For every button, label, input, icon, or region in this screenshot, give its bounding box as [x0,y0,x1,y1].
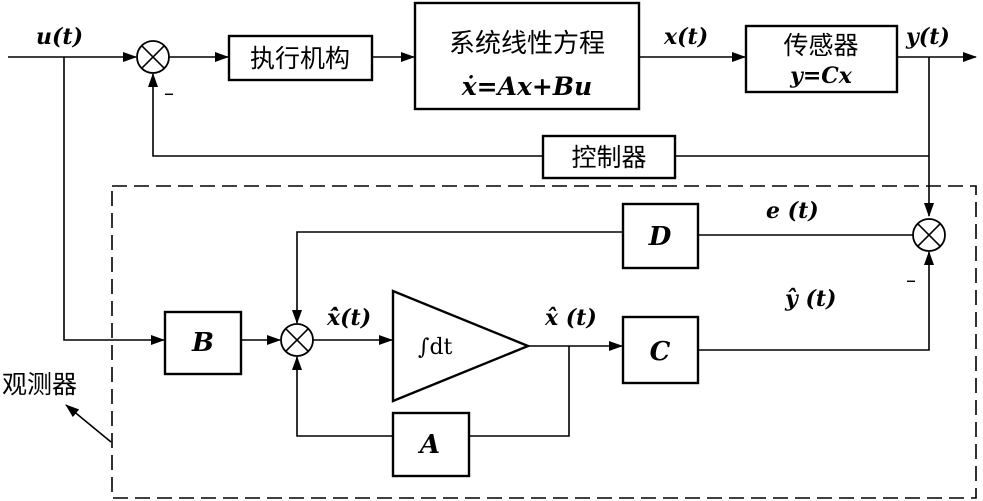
c-label: C [650,337,671,367]
a-block [391,411,471,478]
wire-c-to-error-junction [698,251,934,351]
wire-u-to-b [63,57,165,345]
system-title: 系统线性方程 [449,29,605,59]
label-e-t: e (t) [766,198,819,224]
sensor-equation: y=Cx [789,63,853,89]
b-label: B [191,328,214,358]
wire-xhat-to-a [469,346,570,437]
label-x-hat: x̂ (t) [544,305,597,331]
a-label: A [417,430,440,460]
c-block [621,315,700,385]
label-u-t: u(t) [36,24,83,50]
d-label: D [648,222,672,252]
top-summing-junction [136,40,170,74]
integrator-label: ∫dt [418,335,453,360]
label-x-hat-dot: x̂̇(t) [326,305,371,331]
observer-boundary [111,185,977,499]
b-block [163,310,243,376]
actuator-block [227,34,374,82]
error-junction-minus: – [906,268,916,292]
wire-controller-feedback [148,73,543,157]
top-junction-minus: – [164,81,174,105]
label-y-t: y(t) [905,24,950,50]
label-y-hat: ŷ (t) [784,286,836,312]
label-x-t: x(t) [663,24,708,50]
observer-pointer [65,404,112,443]
controller-block [541,134,677,180]
system-equation: ẋ=Ax+Bu [461,72,592,101]
controller-label: 控制器 [571,143,646,172]
observer-label: 观测器 [2,370,77,399]
observer-summing-junction [280,323,314,357]
sensor-block [744,24,899,94]
system-block [413,1,641,111]
wire-a-to-sum [292,356,393,437]
d-block [621,202,700,270]
actuator-label: 执行机构 [250,44,350,73]
wire-d-to-sum [292,231,623,324]
sensor-title: 传感器 [783,31,858,60]
error-summing-junction [912,218,946,252]
integrator-block [391,289,532,403]
